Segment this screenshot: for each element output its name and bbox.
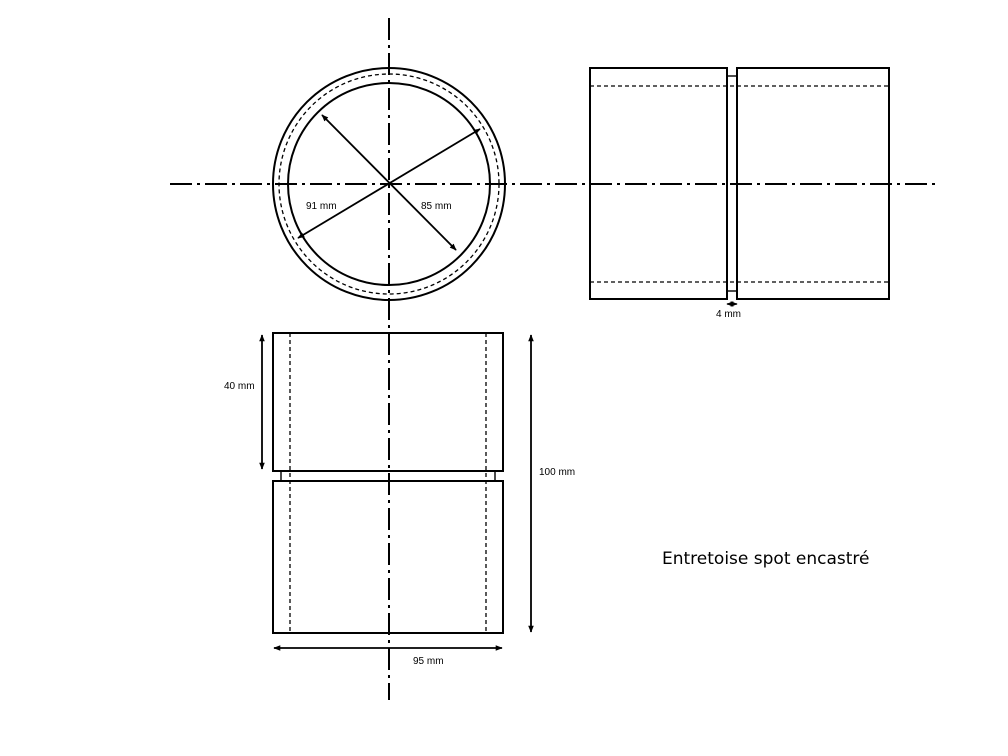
top-view: 91 mm 85 mm bbox=[272, 67, 506, 301]
center-lines bbox=[170, 18, 940, 700]
outer-circle bbox=[272, 67, 506, 301]
side-right-segment bbox=[736, 67, 890, 300]
front-view: 40 mm 100 mm 95 mm bbox=[224, 332, 575, 667]
outer-diameter-label: 91 mm bbox=[306, 201, 337, 212]
front-upper-segment bbox=[272, 332, 504, 472]
side-view: 4 mm bbox=[589, 67, 890, 320]
width-label: 95 mm bbox=[413, 656, 444, 667]
inner-circle bbox=[287, 82, 491, 286]
front-lower-segment bbox=[272, 480, 504, 634]
drawing-title: Entretoise spot encastré bbox=[662, 549, 869, 569]
total-height-label: 100 mm bbox=[539, 467, 575, 478]
gap-dimension-label: 4 mm bbox=[716, 309, 741, 320]
inner-diameter-label: 85 mm bbox=[421, 201, 452, 212]
segment-height-label: 40 mm bbox=[224, 381, 255, 392]
outer-hidden-circle bbox=[278, 73, 500, 295]
side-left-segment bbox=[589, 67, 728, 300]
inner-diameter-arrow bbox=[321, 114, 457, 251]
